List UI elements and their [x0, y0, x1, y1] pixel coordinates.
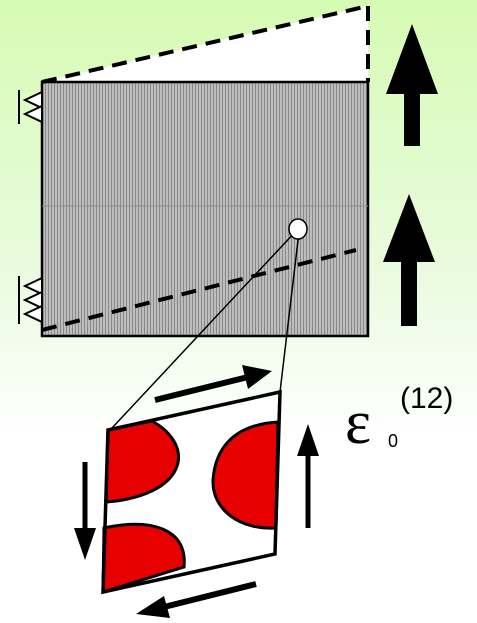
upward-arrow-icon: [383, 194, 435, 326]
upward-arrow-icon: [386, 24, 438, 146]
material-point: [288, 218, 308, 240]
plate: [40, 80, 370, 338]
unit-cell: [101, 389, 282, 595]
zoom-line: [279, 231, 300, 393]
strain-subscript: 0: [388, 431, 399, 451]
zoom-line: [111, 229, 298, 429]
strain-superscript: (12): [400, 382, 454, 415]
support-top: [18, 90, 43, 124]
deformed-diagonal-line: [41, 248, 357, 332]
inclusion: [104, 419, 180, 504]
deformed-top-edge: [41, 4, 369, 84]
shear-arrow-left-icon: [74, 462, 96, 560]
inclusion: [101, 522, 186, 595]
shear-arrow-bottom-icon: [136, 581, 257, 618]
shear-arrow-top-icon: [154, 365, 272, 403]
strain-symbol: ε: [345, 389, 372, 457]
shear-arrow-right-icon: [297, 424, 319, 528]
support-bottom: [18, 276, 43, 324]
inclusion: [211, 420, 280, 530]
